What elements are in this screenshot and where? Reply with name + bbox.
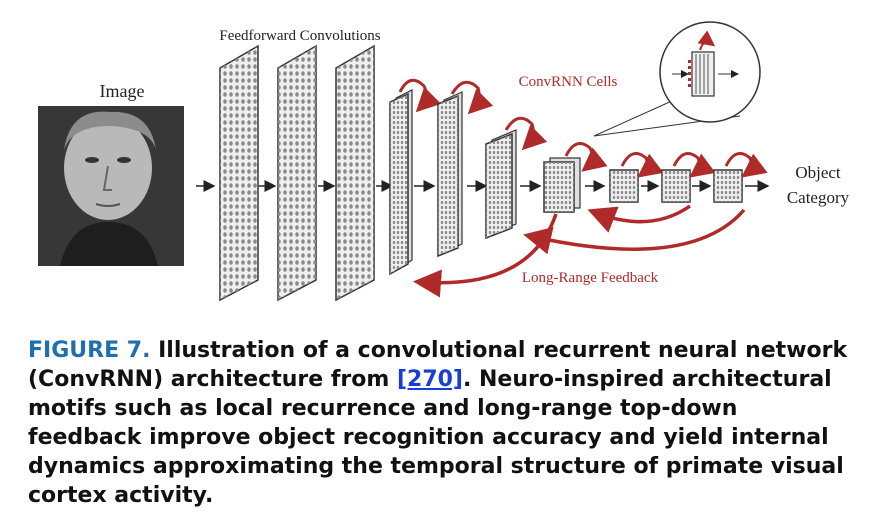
- convrnn-cell-3: [485, 116, 548, 240]
- convrnn-cell-2: [437, 80, 494, 258]
- long-range-feedback-arrows: [413, 204, 746, 298]
- image-label: Image: [100, 81, 145, 101]
- input-image: [38, 106, 184, 266]
- convrnn-cell-1: [389, 78, 442, 276]
- feedforward-label: Feedforward Convolutions: [219, 28, 380, 44]
- architecture-diagram: Image Feedforward Convolutions ConvRNN C…: [38, 21, 850, 302]
- feedforward-layer-1: [219, 44, 259, 302]
- convrnn-cell-7: [713, 152, 768, 203]
- caption-text-part1: Illustration of a convolutional recurren…: [28, 338, 848, 392]
- feedforward-layer-3: [335, 44, 375, 302]
- feedforward-layer-2: [277, 44, 317, 302]
- long-range-feedback-label: Long-Range Feedback: [522, 270, 659, 286]
- convrnn-cell-5: [609, 152, 664, 203]
- object-category-label-line2: Category: [787, 188, 850, 207]
- convrnn-cell-6: [661, 152, 716, 203]
- citation-link[interactable]: [270]: [396, 367, 463, 392]
- convrnn-cells-label: ConvRNN Cells: [519, 74, 618, 90]
- convrnn-figure: Image Feedforward Convolutions ConvRNN C…: [38, 21, 850, 302]
- caption-text-part2: . Neuro-inspired architectural motifs su…: [28, 367, 844, 508]
- figure-number: FIGURE 7.: [28, 338, 151, 363]
- object-category-label-line1: Object: [795, 163, 841, 182]
- convrnn-cell-4: [543, 142, 608, 213]
- figure-caption: FIGURE 7. Illustration of a convolutiona…: [28, 336, 858, 510]
- convrnn-cell-zoom-inset: [593, 21, 761, 137]
